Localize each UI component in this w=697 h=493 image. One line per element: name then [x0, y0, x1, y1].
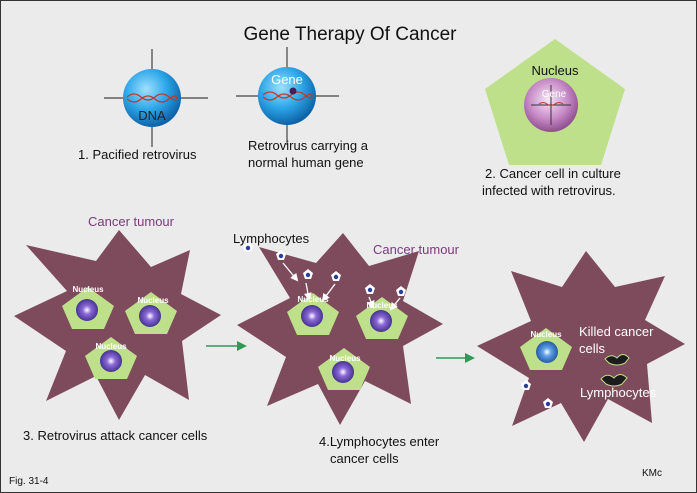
gene-carrying-retrovirus: Gene	[236, 47, 339, 145]
lymphocytes-label: Lymphocytes	[580, 385, 657, 400]
carrying-caption-line1: Retrovirus carrying a	[248, 138, 369, 153]
lymphocyte	[543, 398, 553, 408]
lymphocyte	[521, 380, 531, 390]
lymphocyte	[331, 271, 341, 281]
infected-cancer-cell: Nucleus Gene	[485, 39, 625, 165]
attack-caption: 3. Retrovirus attack cancer cells	[23, 428, 208, 443]
nucleus-label: Nucleus	[137, 296, 169, 305]
nucleus-label: Nucleus	[297, 295, 329, 304]
pacified-retrovirus: DNA	[104, 49, 208, 147]
killed-cancer-cell	[600, 374, 628, 387]
lymphocytes-label: Lymphocytes	[233, 231, 310, 246]
lymphocyte	[396, 286, 406, 296]
cancer-tumour-3: Nucleus	[477, 251, 685, 442]
gene-label: Gene	[271, 72, 303, 87]
nucleus-label: Nucleus	[329, 354, 361, 363]
nucleus-label: Nucleus	[95, 342, 127, 351]
enter-caption-line1: 4.Lymphocytes enter	[319, 434, 440, 449]
diagram-title: Gene Therapy Of Cancer	[244, 24, 458, 45]
pacified-caption: 1. Pacified retrovirus	[78, 147, 197, 162]
cancer-cell: Nucleus	[318, 348, 370, 390]
cancer-cell: Nucleus	[62, 285, 114, 329]
step-arrow	[436, 353, 475, 363]
killed-label-line1: Killed cancer	[579, 324, 654, 339]
gene-label-in-nucleus: Gene	[542, 89, 567, 100]
lymphocyte	[365, 284, 375, 294]
culture-caption-line2: infected with retrovirus.	[482, 183, 616, 198]
killed-label-line2: cells	[579, 341, 606, 356]
carrying-caption-line2: normal human gene	[248, 155, 364, 170]
tumour-label: Cancer tumour	[373, 242, 460, 257]
lymphocyte	[303, 269, 313, 279]
cancer-cell: Nucleus	[520, 328, 572, 370]
nucleus-label: Nucleus	[366, 301, 398, 310]
cancer-cell: Nucleus	[85, 337, 137, 379]
dna-label: DNA	[138, 108, 166, 123]
cancer-cell: Nucleus	[125, 292, 177, 334]
nucleus-label: Nucleus	[532, 63, 579, 78]
culture-caption-line1: 2. Cancer cell in culture	[485, 166, 621, 181]
nucleus-label: Nucleus	[530, 330, 562, 339]
lymphocyte	[243, 242, 253, 252]
tumour-label: Cancer tumour	[88, 214, 175, 229]
enter-caption-line2: cancer cells	[330, 451, 399, 466]
lymphocyte	[276, 250, 286, 260]
figure-label: Fig. 31-4	[9, 476, 49, 487]
cancer-tumour-1: Nucleus Nucleus Nucleus	[14, 230, 221, 420]
killed-cancer-cell	[604, 354, 630, 366]
cancer-cell: Nucleus	[287, 293, 339, 335]
author-label: KMc	[642, 468, 662, 479]
step-arrow	[206, 341, 247, 351]
nucleus-label: Nucleus	[72, 285, 104, 294]
cancer-tumour-2: Nucleus Nucleus Nucleus	[237, 233, 443, 425]
